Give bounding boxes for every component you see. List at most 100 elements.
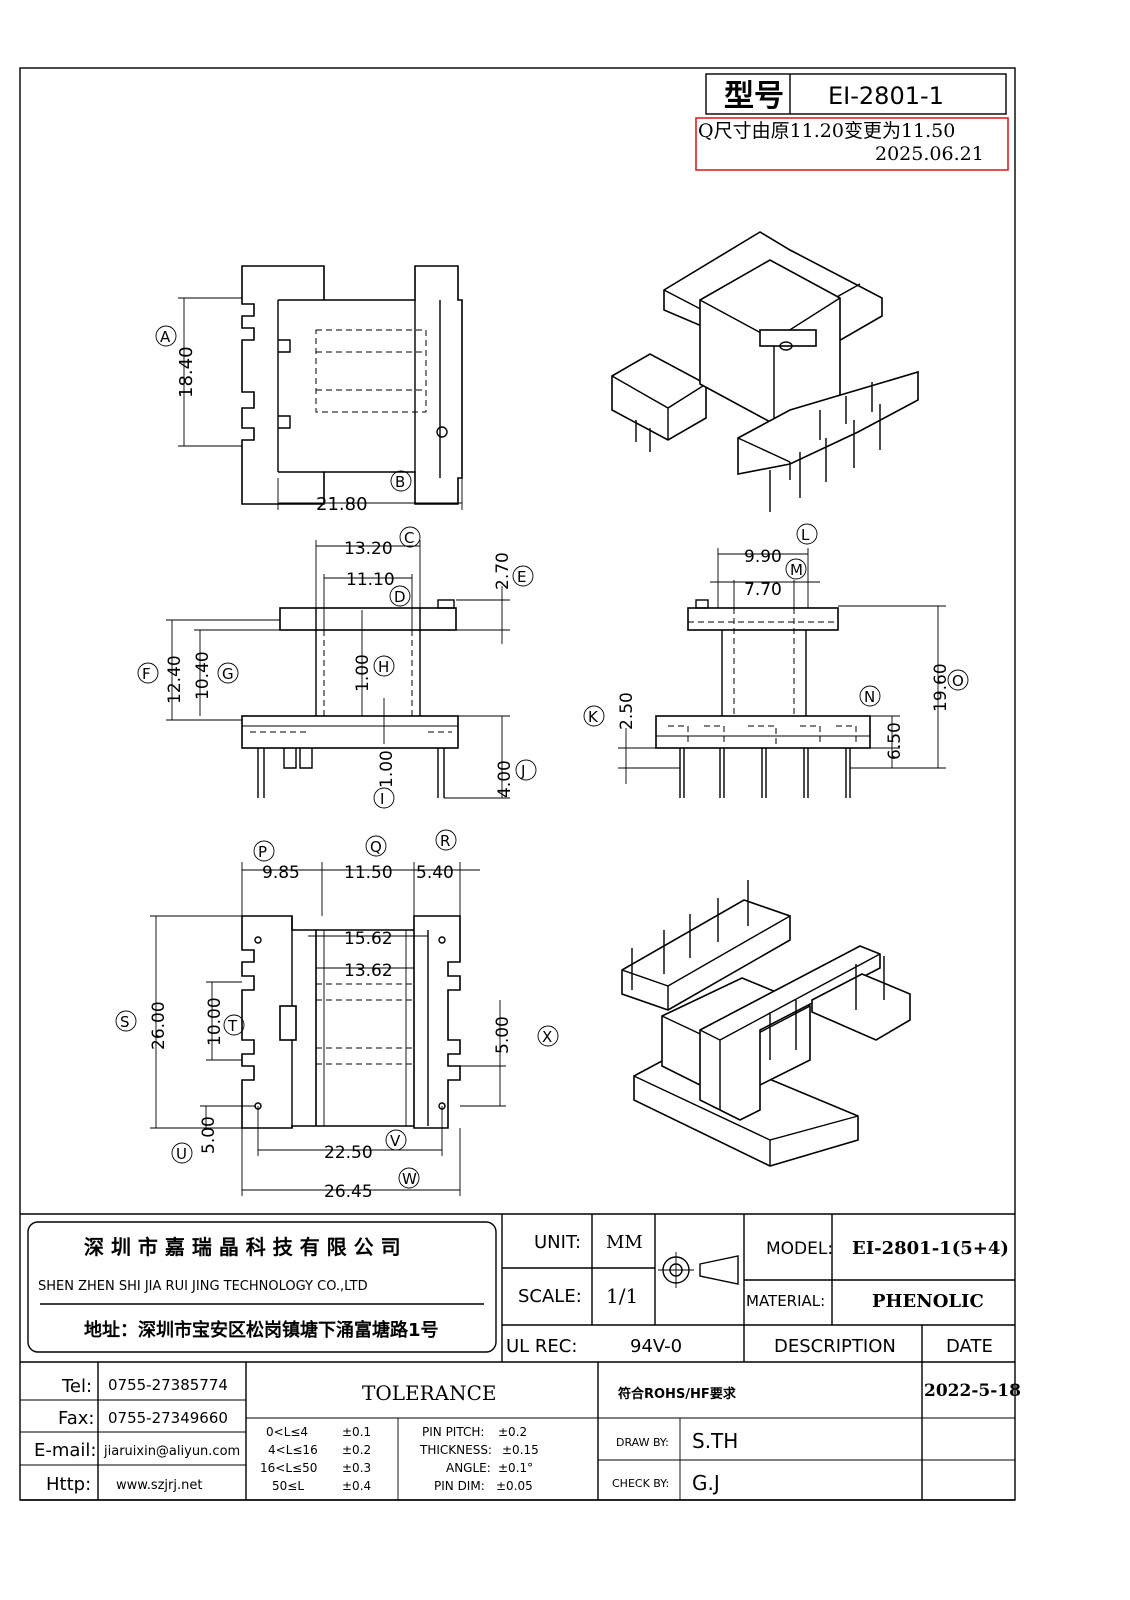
header-model-label: 型号	[724, 79, 784, 114]
projection-symbol-icon	[658, 1252, 739, 1288]
description-label: DESCRIPTION	[774, 1336, 896, 1357]
tol-value-1: ±0.1	[342, 1425, 371, 1439]
label-p: P	[258, 843, 267, 861]
header-model-value: EI-2801-1	[828, 82, 944, 110]
dim-18-40: 18.40	[176, 346, 197, 398]
tol-range-4: 50≤L	[272, 1479, 304, 1493]
dim-2-50: 2.50	[617, 692, 637, 730]
label-d: D	[394, 588, 406, 606]
tol-range-3: 16<L≤50	[260, 1461, 317, 1475]
front-view: 13.20 C 11.10 D 2.70 E 12.40 F 10.40 G 1…	[137, 526, 537, 809]
label-e: E	[517, 568, 526, 586]
change-note-line1: Q尺寸由原11.20变更为11.50	[698, 120, 955, 142]
thickness-value: ±0.15	[502, 1443, 539, 1457]
dim-1-00-i: 1.00	[377, 750, 397, 788]
tel-label: Tel:	[61, 1376, 92, 1397]
side-view: 9.90 L 7.70 M 19.60 O 2.50 K 6.50 N	[583, 523, 969, 798]
email-value: jiaruixin@aliyun.com	[103, 1444, 240, 1459]
material-value: PHENOLIC	[872, 1291, 984, 1312]
header-model-box: 型号 EI-2801-1	[705, 73, 1007, 115]
dim-26-00: 26.00	[149, 1001, 169, 1050]
pin-dim-label: PIN DIM:	[434, 1479, 485, 1493]
label-h: H	[378, 658, 389, 676]
fax-value: 0755-27349660	[108, 1409, 228, 1427]
tol-value-4: ±0.4	[342, 1479, 371, 1493]
label-b: B	[395, 473, 405, 491]
http-value: www.szjrj.net	[116, 1478, 202, 1493]
check-by-value: G.J	[692, 1471, 720, 1495]
draw-by-value: S.TH	[692, 1429, 738, 1453]
material-label: MATERIAL:	[746, 1292, 825, 1310]
change-note-line2: 2025.06.21	[875, 143, 984, 165]
angle-value: ±0.1°	[498, 1461, 533, 1475]
dim-13-62: 13.62	[344, 961, 393, 981]
thickness-label: THICKNESS:	[419, 1443, 492, 1457]
scale-value: 1/1	[606, 1284, 638, 1308]
company-name-cn: 深 圳 市 嘉 瑞 晶 科 技 有 限 公 司	[84, 1235, 401, 1259]
dim-13-20: 13.20	[344, 539, 393, 559]
tolerance-label: TOLERANCE	[362, 1381, 497, 1405]
label-s: S	[120, 1013, 130, 1031]
label-o: O	[952, 672, 964, 690]
dim-19-60: 19.60	[931, 663, 951, 712]
label-q: Q	[370, 838, 382, 856]
label-a: A	[160, 328, 171, 346]
unit-label: UNIT:	[534, 1232, 581, 1253]
dim-6-50: 6.50	[885, 722, 905, 760]
dim-9-85: 9.85	[262, 863, 300, 883]
dim-4-00: 4.00	[495, 760, 515, 798]
label-k: K	[588, 708, 599, 726]
dim-5-40: 5.40	[416, 863, 454, 883]
company-address: 地址：深圳市宝安区松岗镇塘下涌富塘路1号	[84, 1319, 439, 1341]
label-n: N	[864, 688, 875, 706]
pin-dim-value: ±0.05	[496, 1479, 533, 1493]
label-c: C	[404, 529, 414, 547]
label-g: G	[222, 665, 234, 683]
check-by-label: CHECK BY:	[612, 1477, 669, 1490]
draw-by-label: DRAW BY:	[616, 1436, 669, 1449]
dim-10-00: 10.00	[205, 997, 225, 1046]
dim-5-00-x: 5.00	[493, 1016, 513, 1054]
pin-pitch-value: ±0.2	[498, 1425, 527, 1439]
label-r: R	[440, 832, 450, 850]
dim-12-40: 12.40	[165, 655, 185, 704]
tol-range-1: 0<L≤4	[266, 1425, 308, 1439]
dim-5-00-u: 5.00	[199, 1116, 219, 1154]
email-label: E-mail:	[34, 1440, 97, 1461]
ul-rec-value: 94V-0	[630, 1336, 682, 1357]
dim-21-80: 21.80	[316, 494, 368, 515]
label-j: J	[520, 762, 525, 780]
label-i: I	[380, 790, 384, 808]
label-x: X	[542, 1028, 552, 1046]
label-v: V	[390, 1132, 401, 1150]
dim-22-50: 22.50	[324, 1143, 373, 1163]
tol-value-2: ±0.2	[342, 1443, 371, 1457]
dim-1-00-h: 1.00	[353, 654, 373, 692]
iso-view-top	[611, 231, 919, 512]
model-value: EI-2801-1(5+4)	[852, 1238, 1009, 1259]
dim-9-90: 9.90	[744, 547, 782, 567]
dim-2-70: 2.70	[493, 552, 513, 590]
title-block: 深 圳 市 嘉 瑞 晶 科 技 有 限 公 司 SHEN ZHEN SHI JI…	[20, 1213, 1021, 1501]
dim-7-70: 7.70	[744, 580, 782, 600]
tol-range-2: 4<L≤16	[268, 1443, 318, 1457]
tel-value: 0755-27385774	[108, 1376, 228, 1394]
label-l: L	[801, 526, 810, 544]
dim-10-40: 10.40	[193, 651, 213, 700]
angle-label: ANGLE:	[446, 1461, 491, 1475]
iso-view-bottom	[621, 880, 911, 1167]
ul-rec-label: UL REC:	[506, 1336, 577, 1357]
label-f: F	[142, 665, 151, 683]
date-label: DATE	[946, 1336, 993, 1357]
date-value: 2022-5-18	[924, 1381, 1021, 1401]
dim-11-50: 11.50	[344, 863, 393, 883]
scale-label: SCALE:	[518, 1286, 582, 1307]
company-name-en: SHEN ZHEN SHI JIA RUI JING TECHNOLOGY CO…	[38, 1279, 368, 1294]
label-t: T	[227, 1017, 238, 1035]
label-m: M	[790, 561, 803, 579]
rohs-requirement: 符合ROHS/HF要求	[618, 1386, 737, 1402]
unit-value: MM	[606, 1232, 643, 1253]
dim-15-62: 15.62	[344, 929, 393, 949]
label-w: W	[402, 1170, 417, 1188]
